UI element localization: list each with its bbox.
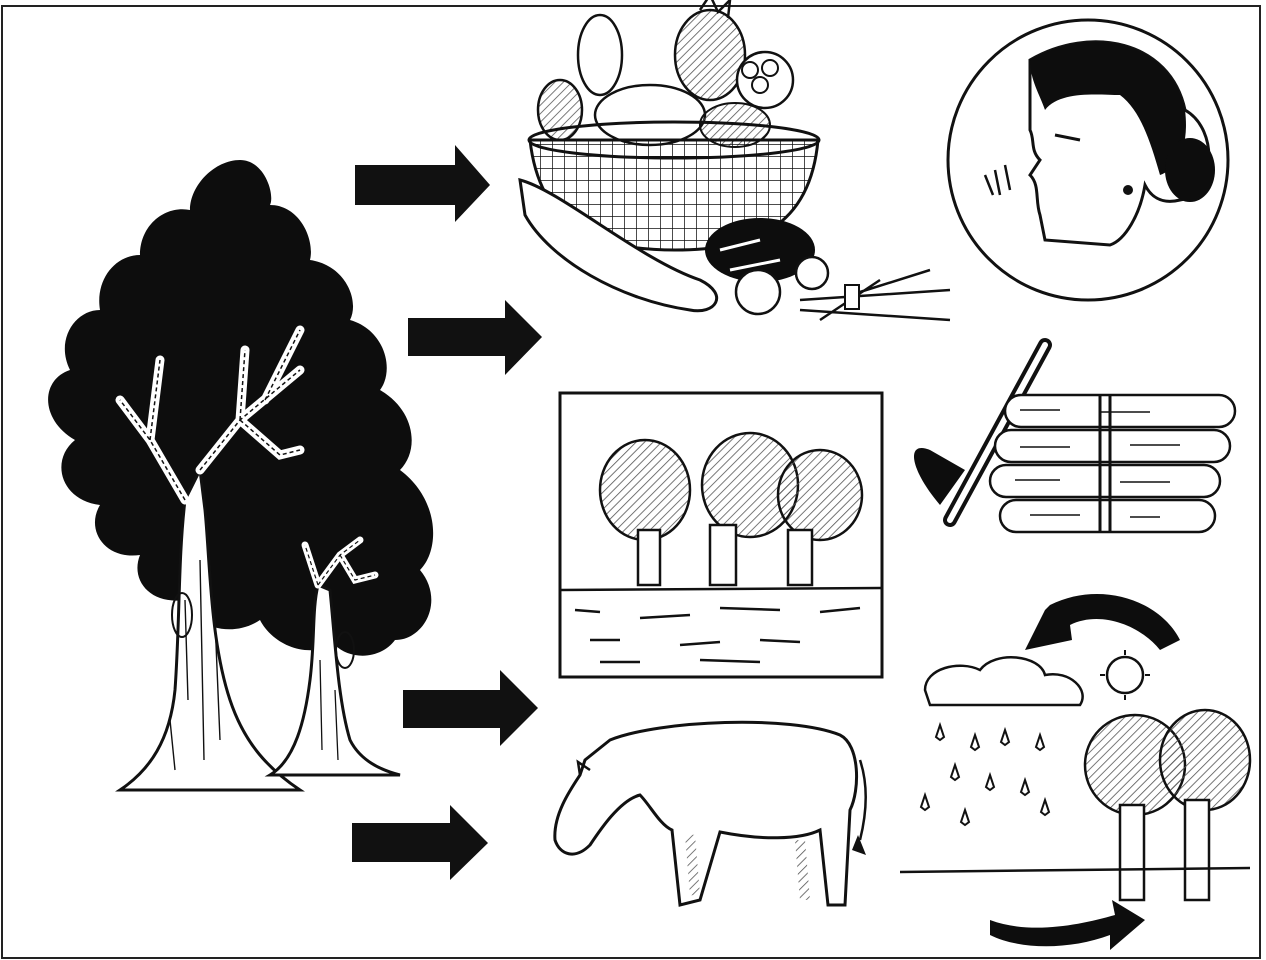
arrow-to-firewood (408, 300, 542, 375)
arrow-to-fodder (352, 805, 488, 880)
trees-on-land-icon (560, 393, 882, 677)
grazing-cow-icon (555, 722, 866, 905)
arrow-to-soil-protection (403, 670, 538, 746)
rain-cycle-icon (900, 594, 1250, 950)
large-tree-icon (48, 160, 433, 790)
axe-and-logs-icon (914, 345, 1235, 532)
woman-breathing-icon (948, 20, 1228, 300)
arrow-to-food (355, 145, 490, 222)
fruit-vegetable-basket-icon (520, 0, 950, 320)
